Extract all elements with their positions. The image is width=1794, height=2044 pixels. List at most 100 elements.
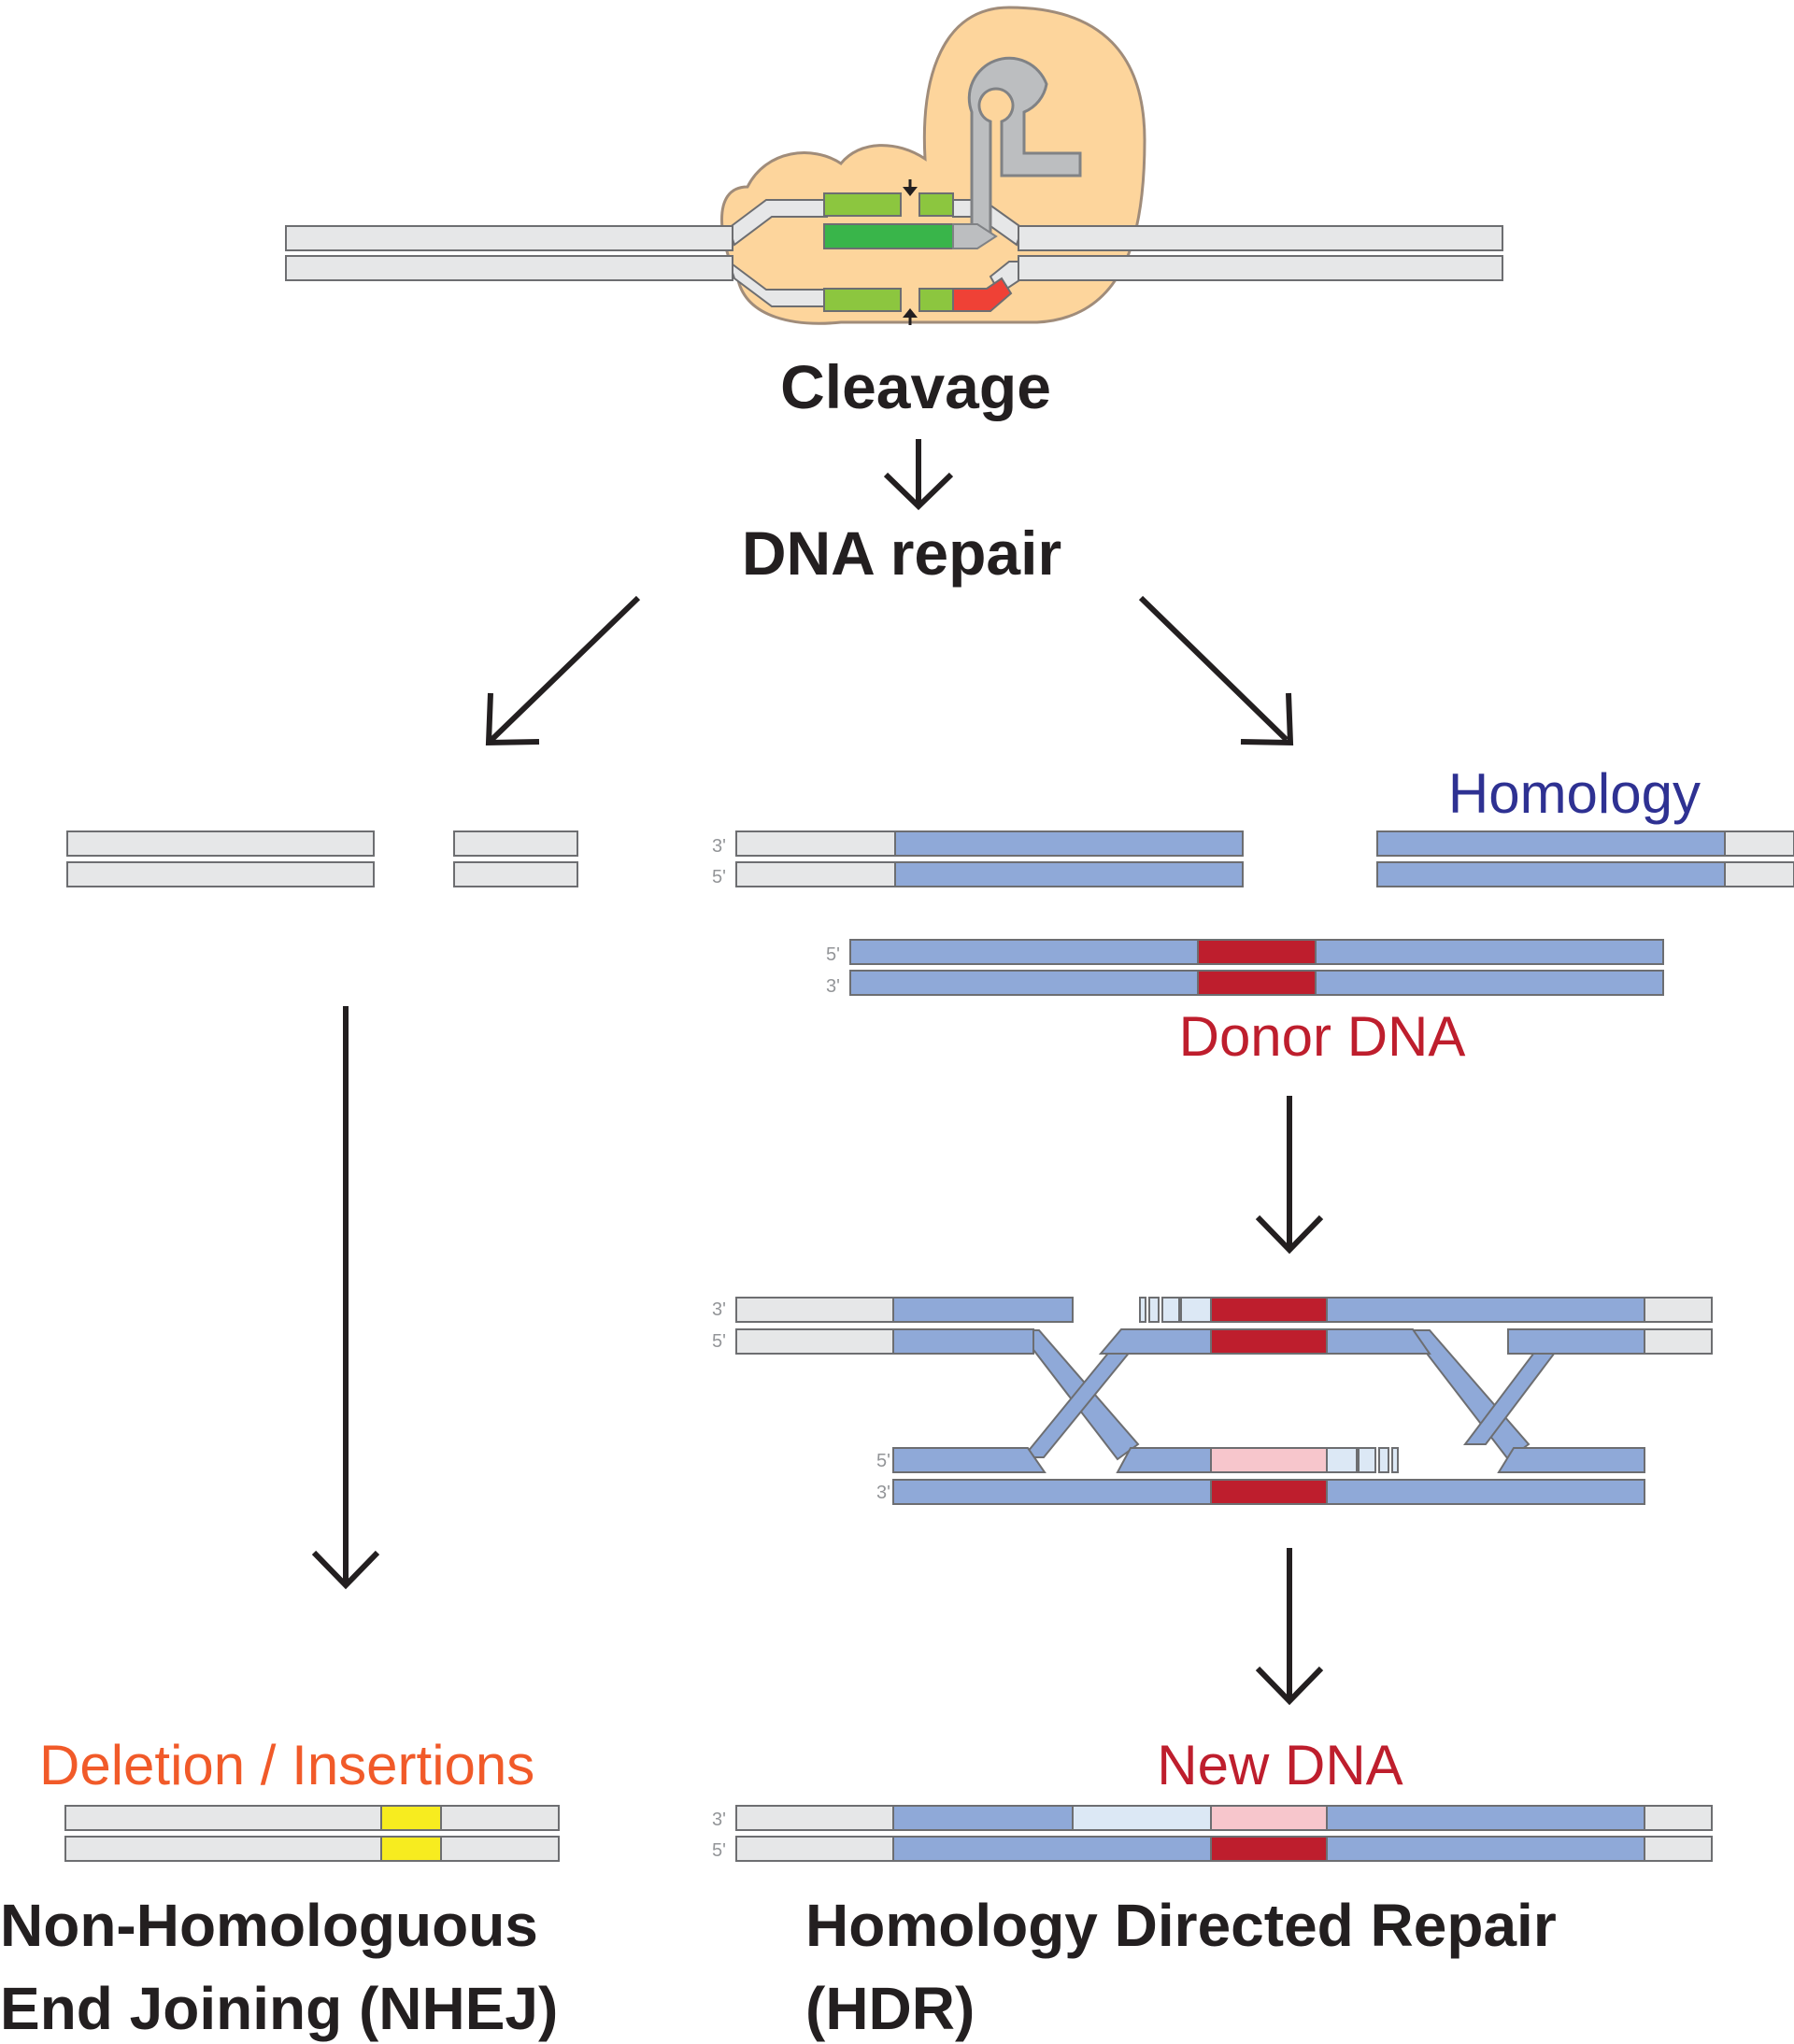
arrow-donor-down xyxy=(1255,1096,1324,1255)
new-top-pink xyxy=(1210,1805,1328,1831)
guide-rna-spacer xyxy=(823,223,954,249)
hdr-right-gray-top xyxy=(1724,830,1794,857)
nhej-broken-left-top xyxy=(66,830,375,857)
genomic-dna-top-right xyxy=(1018,225,1503,251)
strand-invasion: 3' 5' 5' 3' xyxy=(712,1297,1713,1505)
inv-top-gray-right xyxy=(1644,1297,1713,1323)
new-end-5: 5' xyxy=(712,1840,726,1861)
new-top-blue-left xyxy=(892,1805,1074,1831)
inv-second-gray-right xyxy=(1644,1328,1713,1355)
nontarget-strand-green-right xyxy=(918,288,954,312)
guide-rna-tail xyxy=(952,223,998,249)
indel-insert-bottom xyxy=(380,1836,442,1862)
donor-red-bottom xyxy=(1197,970,1317,996)
indel-insert-top xyxy=(380,1805,442,1831)
donor-dna-duplex: 5' 3' xyxy=(826,939,1664,997)
donor-blue-left-bottom xyxy=(849,970,1199,996)
new-end-3: 3' xyxy=(712,1810,726,1830)
inv-second-red xyxy=(1210,1328,1328,1355)
inv-donor-tick-3 xyxy=(1391,1447,1399,1473)
hdr-left-gray-top xyxy=(735,830,896,857)
inv-donor-blue-mid xyxy=(1116,1447,1212,1473)
arrow-invasion-down xyxy=(1255,1548,1324,1706)
label-cleavage: Cleavage xyxy=(780,352,1051,421)
new-top-gray-left xyxy=(735,1805,894,1831)
donor-blue-left-top xyxy=(849,939,1199,965)
label-deletion-insertions: Deletion / Insertions xyxy=(39,1734,534,1796)
inv-end-3-top: 3' xyxy=(712,1299,726,1320)
hdr-broken-duplex: 3' 5' xyxy=(712,830,1794,887)
inv-second-blue-mid xyxy=(1098,1328,1212,1355)
hdr-left-blue-bottom xyxy=(894,861,1244,887)
pam-site xyxy=(952,277,1013,312)
inv-top-red xyxy=(1210,1297,1328,1323)
inv-top-gray-left xyxy=(735,1297,894,1323)
new-bottom-red xyxy=(1210,1836,1328,1862)
genomic-dna-bottom-left xyxy=(285,255,733,281)
hdr-right-blue-bottom xyxy=(1376,861,1726,887)
arrow-to-hdr xyxy=(1138,595,1294,746)
inv-top-tick-3 xyxy=(1161,1297,1180,1323)
label-new-dna: New DNA xyxy=(1157,1734,1402,1796)
genomic-dna-top-left xyxy=(285,225,733,251)
arrow-cleavage-to-repair xyxy=(883,439,954,511)
inv-donor2-blue-right xyxy=(1326,1479,1645,1505)
new-bottom-gray-left xyxy=(735,1836,894,1862)
new-top-blue-right xyxy=(1326,1805,1645,1831)
hdr-right-blue-top xyxy=(1376,830,1726,857)
nhej-broken-right-top xyxy=(453,830,578,857)
donor-end-5: 5' xyxy=(826,944,840,965)
inv-donor-pink xyxy=(1210,1447,1328,1473)
new-top-lightblue xyxy=(1072,1805,1212,1831)
new-dna-duplex: 3' 5' xyxy=(712,1805,1713,1862)
label-nhej-line2: End Joining (NHEJ) xyxy=(0,1975,558,2042)
nhej-broken-left-bottom xyxy=(66,861,375,887)
cut-arrow-top xyxy=(903,179,918,196)
target-strand-green-left-top xyxy=(823,192,902,217)
donor-red-top xyxy=(1197,939,1317,965)
nhej-repaired-top xyxy=(64,1805,560,1831)
inv-end-5-donor: 5' xyxy=(876,1451,890,1471)
inv-top-lightblue xyxy=(1180,1297,1212,1323)
hdr-left-gray-bottom xyxy=(735,861,896,887)
end-label-5-bottom: 5' xyxy=(712,867,726,887)
donor-blue-right-bottom xyxy=(1315,970,1664,996)
inv-end-3-donor: 3' xyxy=(876,1483,890,1503)
new-bottom-blue-right xyxy=(1326,1836,1645,1862)
donor-blue-right-top xyxy=(1315,939,1664,965)
hdr-right-gray-bottom xyxy=(1724,861,1794,887)
inv-top-tick-1 xyxy=(1139,1297,1146,1323)
inv-top-tick-2 xyxy=(1148,1297,1160,1323)
inv-second-blue-far xyxy=(1507,1328,1645,1355)
inv-second-blue-left xyxy=(892,1328,1034,1355)
inv-donor2-red xyxy=(1210,1479,1328,1505)
end-label-3-top: 3' xyxy=(712,836,726,857)
label-hdr-line2: (HDR) xyxy=(805,1975,975,2042)
new-top-gray-right xyxy=(1644,1805,1713,1831)
label-dna-repair: DNA repair xyxy=(742,518,1061,588)
hdr-left-blue-top xyxy=(894,830,1244,857)
label-nhej-line1: Non-Homologuous xyxy=(0,1892,538,1959)
inv-second-blue-right xyxy=(1326,1328,1431,1355)
new-bottom-blue-left xyxy=(892,1836,1212,1862)
donor-end-3: 3' xyxy=(826,976,840,997)
inv-donor-tick-2 xyxy=(1378,1447,1389,1473)
inv-second-gray-left xyxy=(735,1328,894,1355)
label-hdr-line1: Homology Directed Repair xyxy=(805,1892,1557,1959)
inv-donor-blue-right xyxy=(1497,1447,1645,1473)
nhej-repaired-bottom xyxy=(64,1836,560,1862)
inv-donor-tick-1 xyxy=(1358,1447,1376,1473)
inv-donor2-blue-left xyxy=(892,1479,1212,1505)
arrow-nhej-down xyxy=(311,1006,380,1590)
cut-arrow-bottom xyxy=(903,308,918,325)
guide-rna-hairpin xyxy=(967,56,1082,235)
target-strand-green-right-top xyxy=(918,192,954,217)
inv-end-5-second: 5' xyxy=(712,1331,726,1352)
inv-top-blue-right xyxy=(1326,1297,1645,1323)
nontarget-strand-green-left xyxy=(823,288,902,312)
genomic-dna-bottom-right xyxy=(1018,255,1503,281)
label-homology: Homology xyxy=(1448,762,1701,825)
inv-top-blue-left xyxy=(892,1297,1074,1323)
new-bottom-gray-right xyxy=(1644,1836,1713,1862)
